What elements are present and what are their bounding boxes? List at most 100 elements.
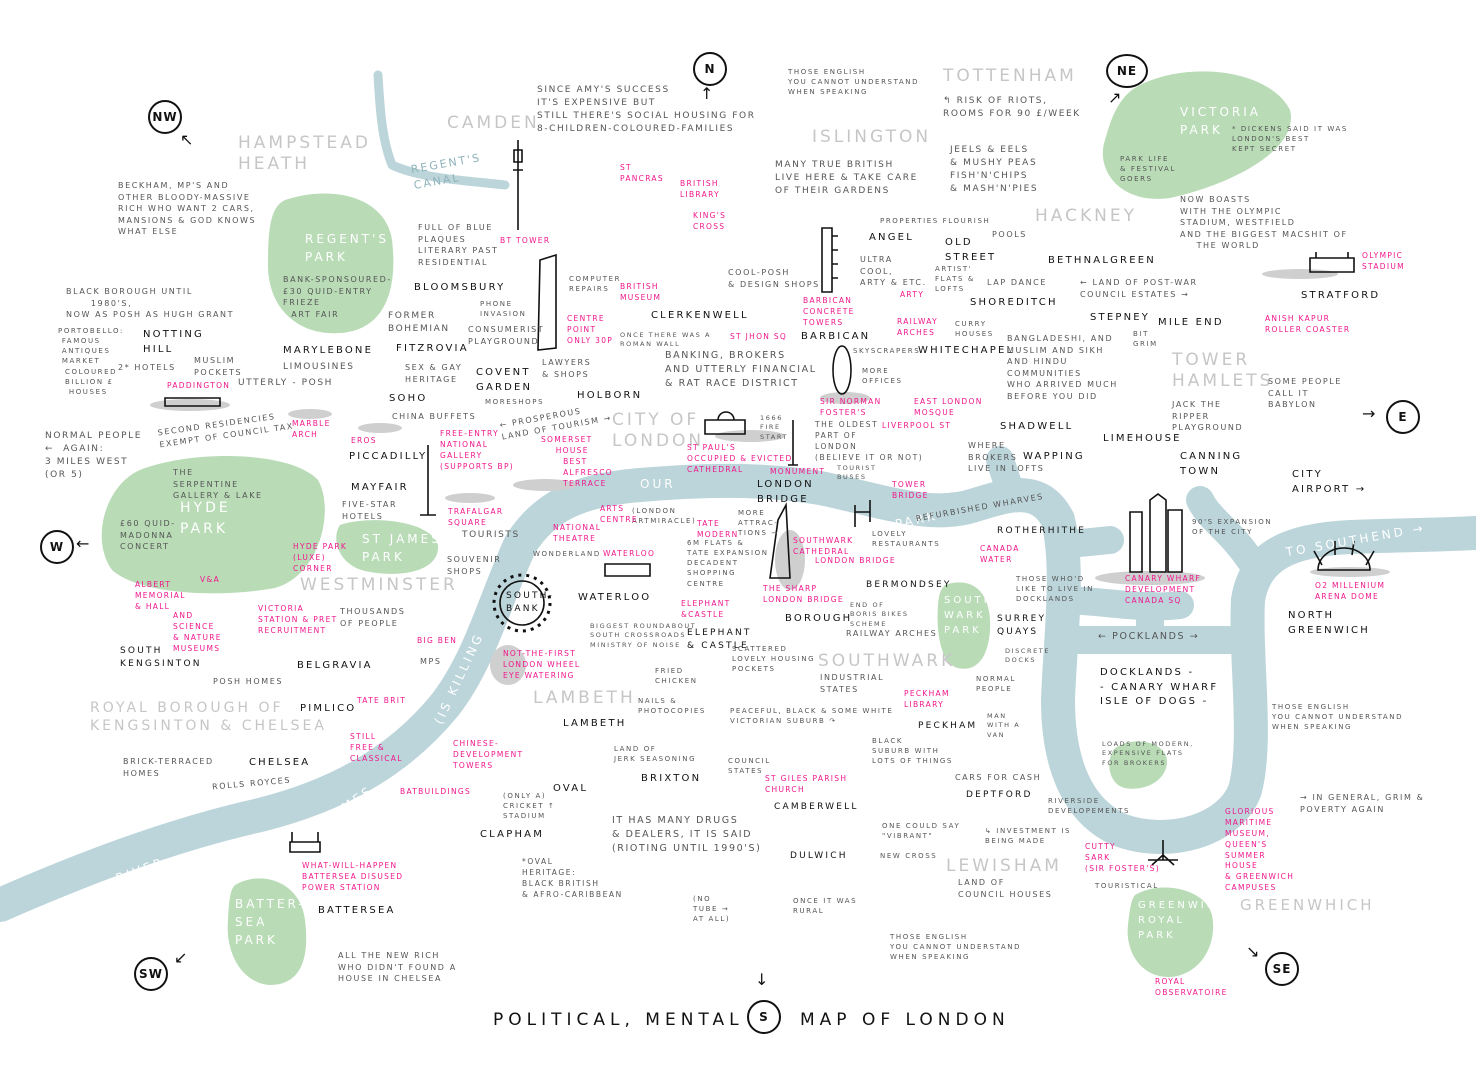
district-label: TOTTENHAM [943,66,1077,86]
london-eye-rim [499,580,545,626]
note: PARK LIFE & FESTIVAL GOERS [1120,155,1176,184]
note: MAN WITH A VAN [987,712,1021,739]
nelsons-column-icon [420,445,436,516]
monument-icon [788,420,798,466]
note: WHERE BROKERS LIVE IN LOFTS [968,441,1045,474]
river-label: OUR [640,477,676,491]
place-label: STEPNEY [1090,312,1151,323]
place-label: CHELSEA [249,757,311,768]
note: ULTRA COOL, ARTY & ETC. [860,255,927,288]
place-label: ELEPHANT & CASTLE [687,628,752,652]
compass-nw: NW [148,100,182,134]
note: PORTOBELLO: FAMOUS ANTIQUES MARKET [58,327,124,366]
place-label: BARBICAN [801,331,871,342]
note: BIT GRIM [1133,330,1158,349]
place-label: CLERKENWELL [651,310,749,321]
park-label: SOUTH WARK PARK [944,595,995,636]
landmark-label: AND SCIENCE & NATURE MUSEUMS [173,611,222,653]
tower-bridge-icon [854,500,871,527]
note: CONSUMERIST PLAYGROUND [468,325,545,346]
note: TOURIST BUSES [837,464,877,482]
landmark-label: CHINESE- DEVELOPMENT TOWERS [453,739,524,770]
place-label: NOTTING HILL [143,329,204,355]
place-label: BELGRAVIA [297,660,373,671]
landmark-label: HYDE PARK (LUXE) CORNER [293,542,348,573]
park-label: HYDE PARK [180,500,231,537]
district-label: ROYAL BOROUGH OF KENGSINTON & CHELSEA [90,700,327,734]
district-label: HACKNEY [1035,206,1137,226]
arrow-n-icon: ↑ [700,84,714,103]
st-pauls-icon [704,411,746,435]
note: POOLS [992,230,1027,239]
compass-se: SE [1265,952,1299,986]
landmark-label: BARBICAN CONCRETE TOWERS [803,296,855,327]
note: ↰ RISK OF RIOTS, ROOMS FOR 90 £/WEEK [943,96,1081,120]
district-label: ISLINGTON [812,127,932,147]
note: END OF BORIS BIKES SCHEME [850,601,909,628]
district-label: LAMBETH [533,688,636,708]
landmark-label: ARTY [900,290,925,299]
note: TOURISTS [462,530,520,540]
note: UTTERLY - POSH [238,378,334,388]
note: LIMOUSINES [283,362,355,372]
st-james-park-area [336,520,439,574]
compass-ne: NE [1106,54,1148,88]
place-label: SHADWELL [1000,421,1074,432]
place-label: STRATFORD [1301,290,1381,301]
note: FORMER BOHEMIAN [388,311,450,335]
note: MANY TRUE BRITISH LIVE HERE & TAKE CARE … [775,160,918,197]
place-label: OLD STREET [945,237,997,263]
note: SOME PEOPLE CALL IT BABYLON [1268,377,1342,410]
docklands-label: ← POCKLANDS → [1098,631,1200,642]
landmark-label: CANARY WHARF DEVELOPMENT CANADA SQ [1125,574,1202,605]
note: POSH HOMES [213,677,284,686]
victoria-park-area [1102,71,1291,199]
note: BECKHAM, MP'S AND OTHER BLOODY-MASSIVE R… [118,181,257,237]
regents-canal [373,70,510,190]
place-label: MAYFAIR [351,482,409,493]
note: MORESHOPS [485,398,545,406]
note: BIGGEST ROUNDABOUT SOUTH CROSSROADS MINI… [590,622,697,649]
note: RAILWAY ARCHES [846,629,938,638]
place-label: DULWICH [790,851,848,861]
place-label: HOLBORN [577,390,643,401]
landmark-label: O2 MILLENIUM ARENA DOME [1315,581,1386,601]
landmark-label: CUTTY SARK (SIR FOSTER'S) [1085,842,1160,873]
arrow-sw-icon: ↙ [174,948,188,967]
place-label: LAMBETH [563,718,627,729]
note: JACK THE RIPPER PLAYGROUND [1172,400,1244,433]
note: FIVE-STAR HOTELS [342,500,398,521]
note: LOADS OF MODERN, EXPENSIVE FLATS FOR BRO… [1102,740,1194,767]
place-label: DEPTFORD [966,790,1033,800]
battersea-power-station-icon [289,832,321,853]
place-label: CITY AIRPORT → [1292,469,1367,495]
landmark-label: MARBLE ARCH [292,419,331,439]
note: (NO TUBE → AT ALL) [693,895,731,924]
place-label: BATTERSEA [318,905,396,916]
note: *OVAL HERITAGE: BLACK BRITISH & AFRO-CAR… [522,857,623,899]
compass-e: E [1386,400,1420,434]
place-label: SOUTH- BANK [506,591,555,615]
hyde-park-area [101,456,325,594]
note: TOURISTICAL [1095,882,1159,890]
district-label: SOUTHWARK [818,651,956,671]
place-label: LONDON BRIDGE [757,479,814,505]
note: SEX & GAY HERITAGE [405,363,463,384]
landmark-label: BT TOWER [500,236,551,245]
map-title-right: MAP OF LONDON [800,1010,1010,1030]
place-label: FITZROVIA [396,343,469,354]
note: MORE ATTRAC- TIONS → [738,509,779,538]
arrow-ne-icon: ↗ [1108,88,1122,107]
arrow-w-icon: ← [76,534,90,553]
london-eye-icon [492,573,552,633]
place-label: PECKHAM [918,721,978,731]
landmark-label: PECKHAM LIBRARY [904,689,950,709]
compass-n: N [693,52,727,86]
note: THOUSANDS OF PEOPLE [340,607,406,628]
place-label: MILE END [1158,317,1224,328]
map-title-left: POLITICAL, MENTAL [493,1010,744,1030]
park-label: REGENT'S PARK [305,232,390,264]
landmark-label: SOUTHWARK CATHEDRAL [793,536,854,556]
landmark-label: SIR NORMAN FOSTER'S [820,397,882,417]
note: THOSE ENGLISH YOU CANNOT UNDERSTAND WHEN… [1272,703,1404,732]
